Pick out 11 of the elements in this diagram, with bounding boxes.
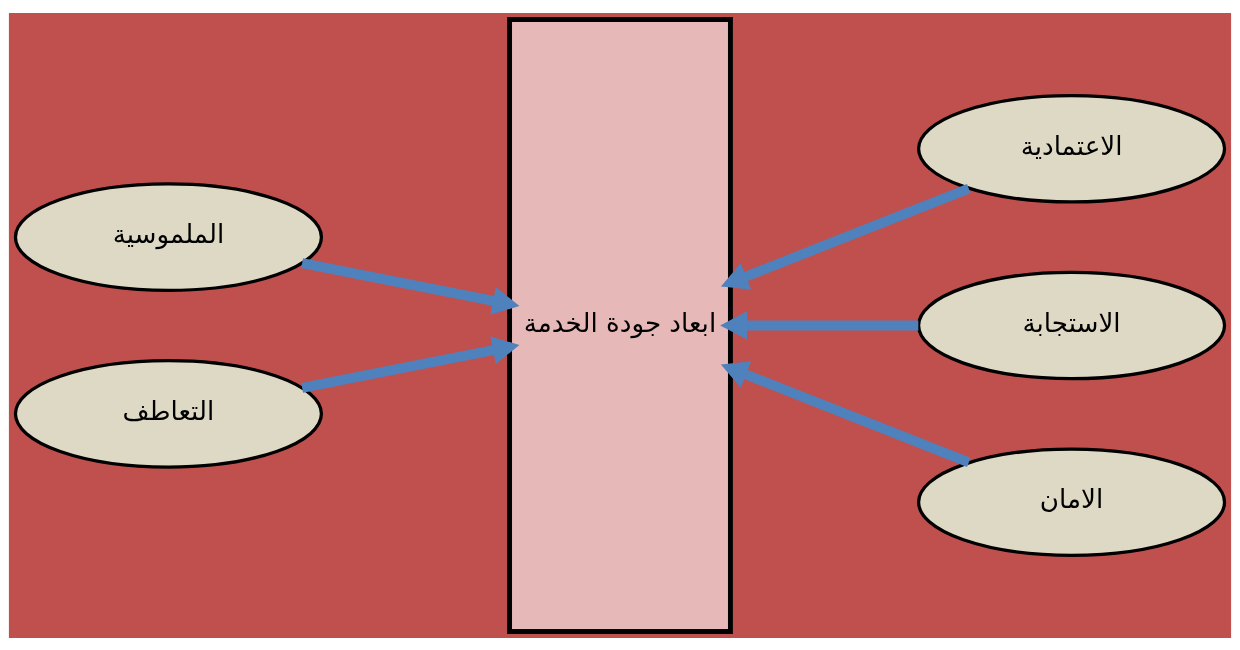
node-ellipse: الملموسية (13, 181, 324, 292)
arrow (301, 335, 520, 393)
node-box: ابعاد جودة الخدمة (507, 16, 733, 634)
arrow (720, 183, 971, 290)
arrow (720, 360, 971, 467)
node-ellipse: الامان (916, 446, 1227, 557)
node-ellipse: التعاطف (13, 358, 324, 469)
node-ellipse: الاستجابة (916, 270, 1227, 380)
arrow (301, 257, 520, 315)
node-ellipse: الاعتمادية (916, 93, 1227, 204)
arrow (720, 310, 919, 340)
